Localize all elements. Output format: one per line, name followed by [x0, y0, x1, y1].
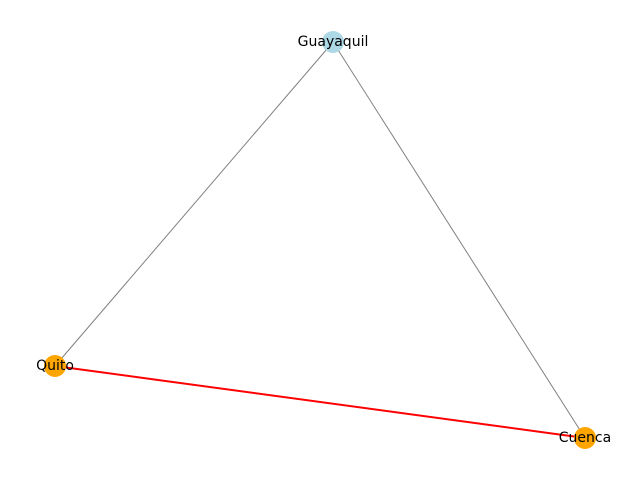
node-label-cuenca: Cuenca: [559, 430, 611, 446]
node-label-quito: Quito: [36, 358, 74, 374]
node-label-guayaquil: Guayaquil: [298, 34, 369, 50]
nodes-layer: [44, 31, 596, 449]
labels-layer: Guayaquil Quito Cuenca: [36, 34, 611, 446]
node-guayaquil: [322, 31, 344, 53]
edge-quito-cuenca: [54, 365, 586, 439]
node-cuenca: [574, 427, 596, 449]
node-quito: [44, 355, 66, 377]
edge-guayaquil-quito: [54, 41, 334, 367]
edge-guayaquil-cuenca: [332, 41, 586, 439]
edges-layer: [54, 41, 586, 439]
